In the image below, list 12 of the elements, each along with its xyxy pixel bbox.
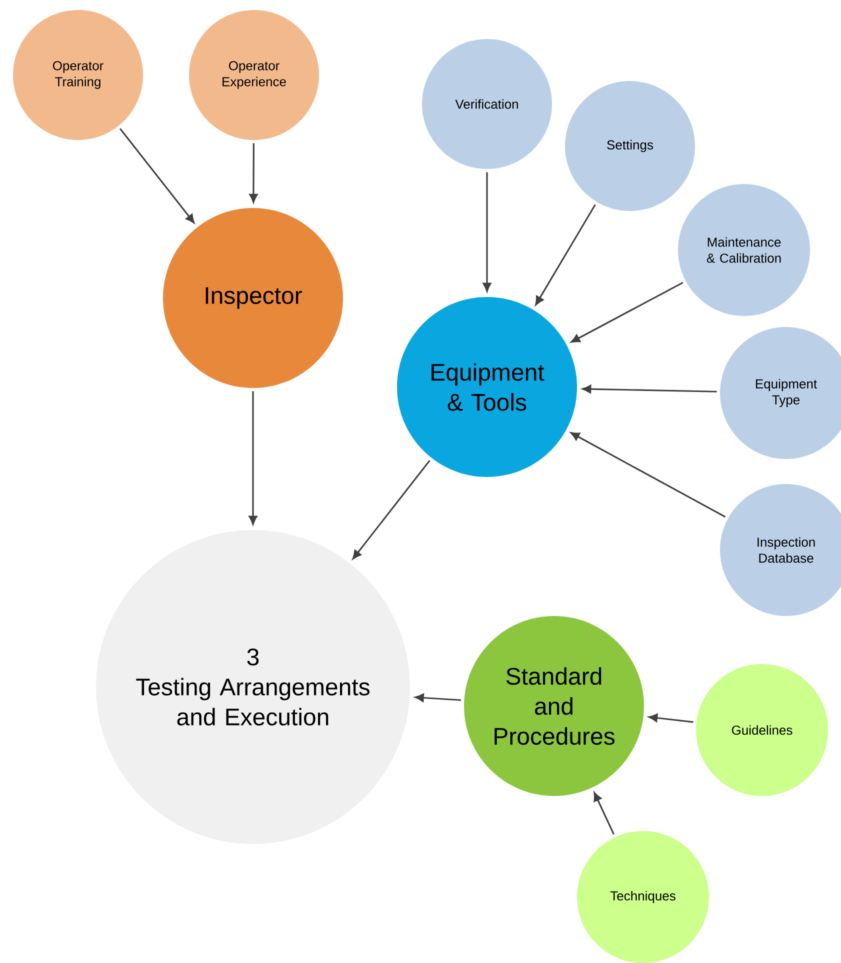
arrow	[570, 432, 726, 518]
arrow	[414, 694, 462, 702]
arrow	[648, 714, 694, 723]
arrow	[352, 460, 430, 560]
arrow	[594, 792, 614, 835]
arrow	[249, 143, 258, 203]
arrow	[119, 128, 195, 224]
arrow	[570, 282, 684, 343]
arrow	[535, 204, 596, 306]
arrow	[582, 384, 717, 394]
arrow	[248, 391, 258, 525]
arrow	[482, 172, 492, 292]
